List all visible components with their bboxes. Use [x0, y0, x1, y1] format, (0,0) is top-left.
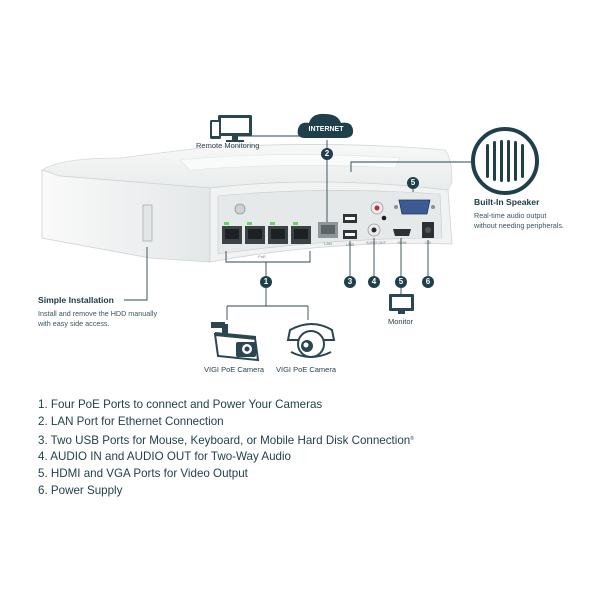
poe-ports — [222, 222, 311, 244]
internet-label: INTERNET — [309, 126, 345, 133]
simple-installation-desc: Install and remove the HDD manually with… — [38, 309, 157, 329]
feature-legend: 1. Four PoE Ports to connect and Power Y… — [38, 396, 414, 500]
hdmi-port — [393, 229, 411, 236]
camera-label-turret: VIGI PoE Camera — [276, 365, 337, 374]
badge-5-bottom: 5 — [395, 276, 407, 288]
lan-port-label: LAN — [324, 241, 332, 246]
legend-footnote-mark: ® — [410, 435, 414, 442]
badge-6: 6 — [422, 276, 434, 288]
legend-item-video: 5. HDMI and VGA Ports for Video Output — [38, 465, 414, 482]
remote-monitoring-label: Remote Monitoring — [196, 141, 260, 150]
internet-cloud-icon: INTERNET — [297, 113, 354, 138]
legend-item-power-text: 6. Power Supply — [38, 484, 123, 498]
legend-item-video-text: 5. HDMI and VGA Ports for Video Output — [38, 467, 248, 481]
audio-jacks — [367, 201, 387, 237]
badge-3: 3 — [344, 276, 356, 288]
ground-screw — [234, 203, 246, 215]
hdd-side-slot — [142, 204, 153, 242]
legend-item-power: 6. Power Supply — [38, 482, 414, 499]
builtin-speaker-desc: Real-time audio output without needing p… — [474, 211, 564, 231]
lan-port — [318, 222, 338, 238]
hdmi-port-label: HDMI — [398, 241, 407, 245]
builtin-speaker-desc-line2: without needing peripherals. — [474, 221, 564, 230]
turret-camera-icon — [286, 323, 336, 358]
badge-4: 4 — [368, 276, 380, 288]
bullet-camera-icon — [211, 322, 260, 362]
simple-installation-desc-line2: with easy side access. — [38, 319, 110, 328]
camera-label-bullet: VIGI PoE Camera — [204, 365, 265, 374]
remote-monitoring-icon — [210, 115, 252, 142]
monitor-icon — [389, 294, 414, 314]
simple-installation-desc-line1: Install and remove the HDD manually — [38, 309, 158, 318]
legend-item-poe: 1. Four PoE Ports to connect and Power Y… — [38, 396, 414, 413]
legend-item-poe-text: 1. Four PoE Ports to connect and Power Y… — [38, 398, 323, 411]
badge-2: 2 — [321, 148, 333, 160]
legend-item-lan-text: 2. LAN Port for Ethernet Connection — [38, 415, 224, 429]
legend-item-audio: 4. AUDIO IN and AUDIO OUT for Two-Way Au… — [38, 448, 414, 465]
builtin-speaker-desc-line1: Real-time audio output — [474, 211, 547, 220]
nvr-diagram: PoE LAN USB AUDIO OUT HDMI 12V — [41, 113, 539, 362]
legend-item-usb-text: 3. Two USB Ports for Mouse, Keyboard, or… — [38, 433, 411, 447]
connector-lines — [124, 135, 472, 320]
legend-item-usb: 3. Two USB Ports for Mouse, Keyboard, or… — [38, 431, 414, 448]
poe-port-label: PoE — [258, 254, 266, 259]
simple-installation-title: Simple Installation — [38, 295, 114, 305]
usb-ports — [343, 214, 357, 239]
speaker-grille-icon — [471, 127, 539, 195]
legend-item-audio-text: 4. AUDIO IN and AUDIO OUT for Two-Way Au… — [38, 449, 292, 463]
power-jack — [422, 222, 434, 238]
nvr-device: PoE LAN USB AUDIO OUT HDMI 12V — [41, 144, 453, 263]
vga-port — [394, 199, 435, 215]
builtin-speaker-title: Built-In Speaker — [474, 197, 540, 207]
audio-port-label: AUDIO OUT — [366, 241, 386, 245]
badge-1: 1 — [260, 276, 272, 288]
monitor-label: Monitor — [388, 317, 414, 326]
badge-5-top: 5 — [407, 177, 419, 189]
legend-item-lan: 2. LAN Port for Ethernet Connection — [38, 413, 414, 430]
